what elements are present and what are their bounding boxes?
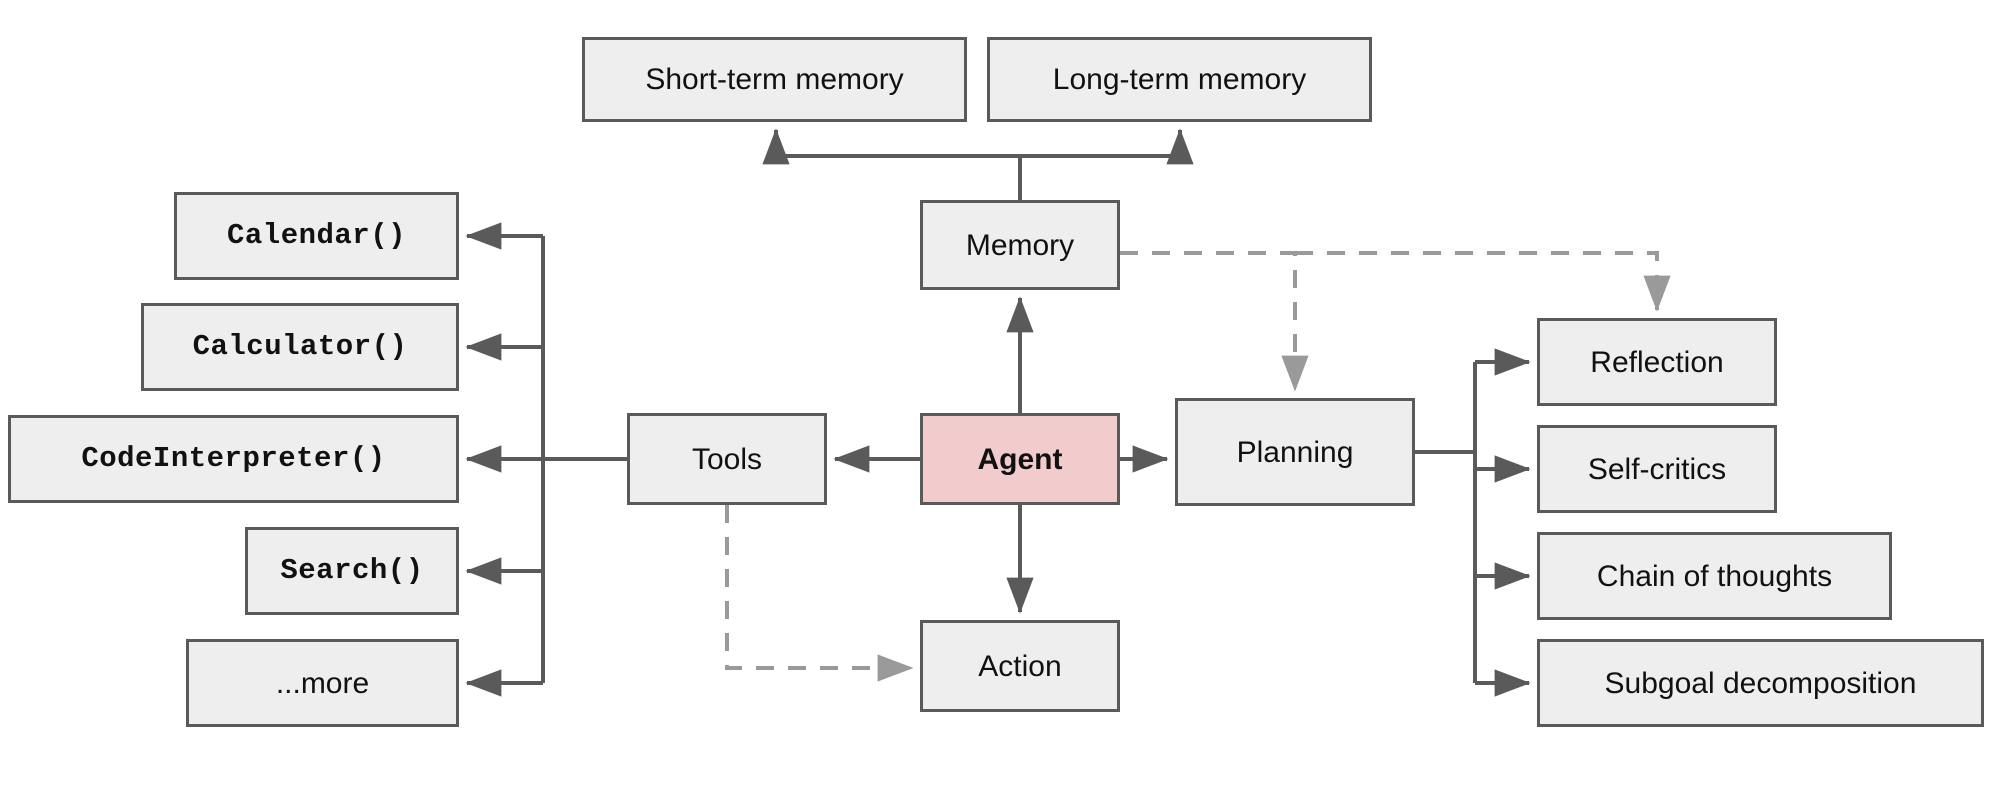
node-reflection[interactable]: Reflection	[1537, 318, 1777, 406]
node-tool-search[interactable]: Search()	[245, 527, 459, 615]
node-label: Calculator()	[192, 330, 408, 364]
node-label: ...more	[275, 666, 370, 700]
edge-memory-to-planning	[1120, 251, 1309, 392]
node-chain-of-thoughts[interactable]: Chain of thoughts	[1537, 532, 1892, 620]
node-tool-more[interactable]: ...more	[186, 639, 459, 727]
node-label: Search()	[280, 554, 424, 588]
node-label: CodeInterpreter()	[81, 442, 386, 476]
node-agent[interactable]: Agent	[920, 413, 1120, 505]
node-label: Long-term memory	[1052, 63, 1307, 96]
node-self-critics[interactable]: Self-critics	[1537, 425, 1777, 513]
node-label: Tools	[691, 442, 763, 476]
node-planning[interactable]: Planning	[1175, 398, 1415, 506]
edge-memory-to-long-term	[1020, 128, 1194, 165]
edge-memory-to-short-term	[762, 128, 1022, 200]
node-label: Action	[978, 649, 1062, 683]
node-subgoal-decomposition[interactable]: Subgoal decomposition	[1537, 639, 1984, 727]
node-memory[interactable]: Memory	[920, 200, 1120, 290]
node-label: Agent	[977, 442, 1063, 476]
node-label: Reflection	[1590, 345, 1724, 379]
node-tool-code-interpreter[interactable]: CodeInterpreter()	[8, 415, 459, 503]
node-label: Calendar()	[226, 219, 407, 253]
node-tool-calendar[interactable]: Calendar()	[174, 192, 459, 280]
node-long-term-memory[interactable]: Long-term memory	[987, 37, 1372, 122]
node-label: Self-critics	[1587, 452, 1727, 486]
node-action[interactable]: Action	[920, 620, 1120, 712]
node-tool-calculator[interactable]: Calculator()	[141, 303, 459, 391]
node-label: Planning	[1236, 435, 1354, 469]
node-tools[interactable]: Tools	[627, 413, 827, 505]
node-label: Short-term memory	[645, 63, 904, 96]
node-label: Chain of thoughts	[1596, 559, 1833, 593]
edge-memory-to-reflection	[1295, 251, 1671, 312]
node-short-term-memory[interactable]: Short-term memory	[582, 37, 967, 122]
node-label: Subgoal decomposition	[1604, 666, 1917, 700]
node-label: Memory	[965, 228, 1075, 262]
edge-tools-to-action	[725, 505, 914, 682]
